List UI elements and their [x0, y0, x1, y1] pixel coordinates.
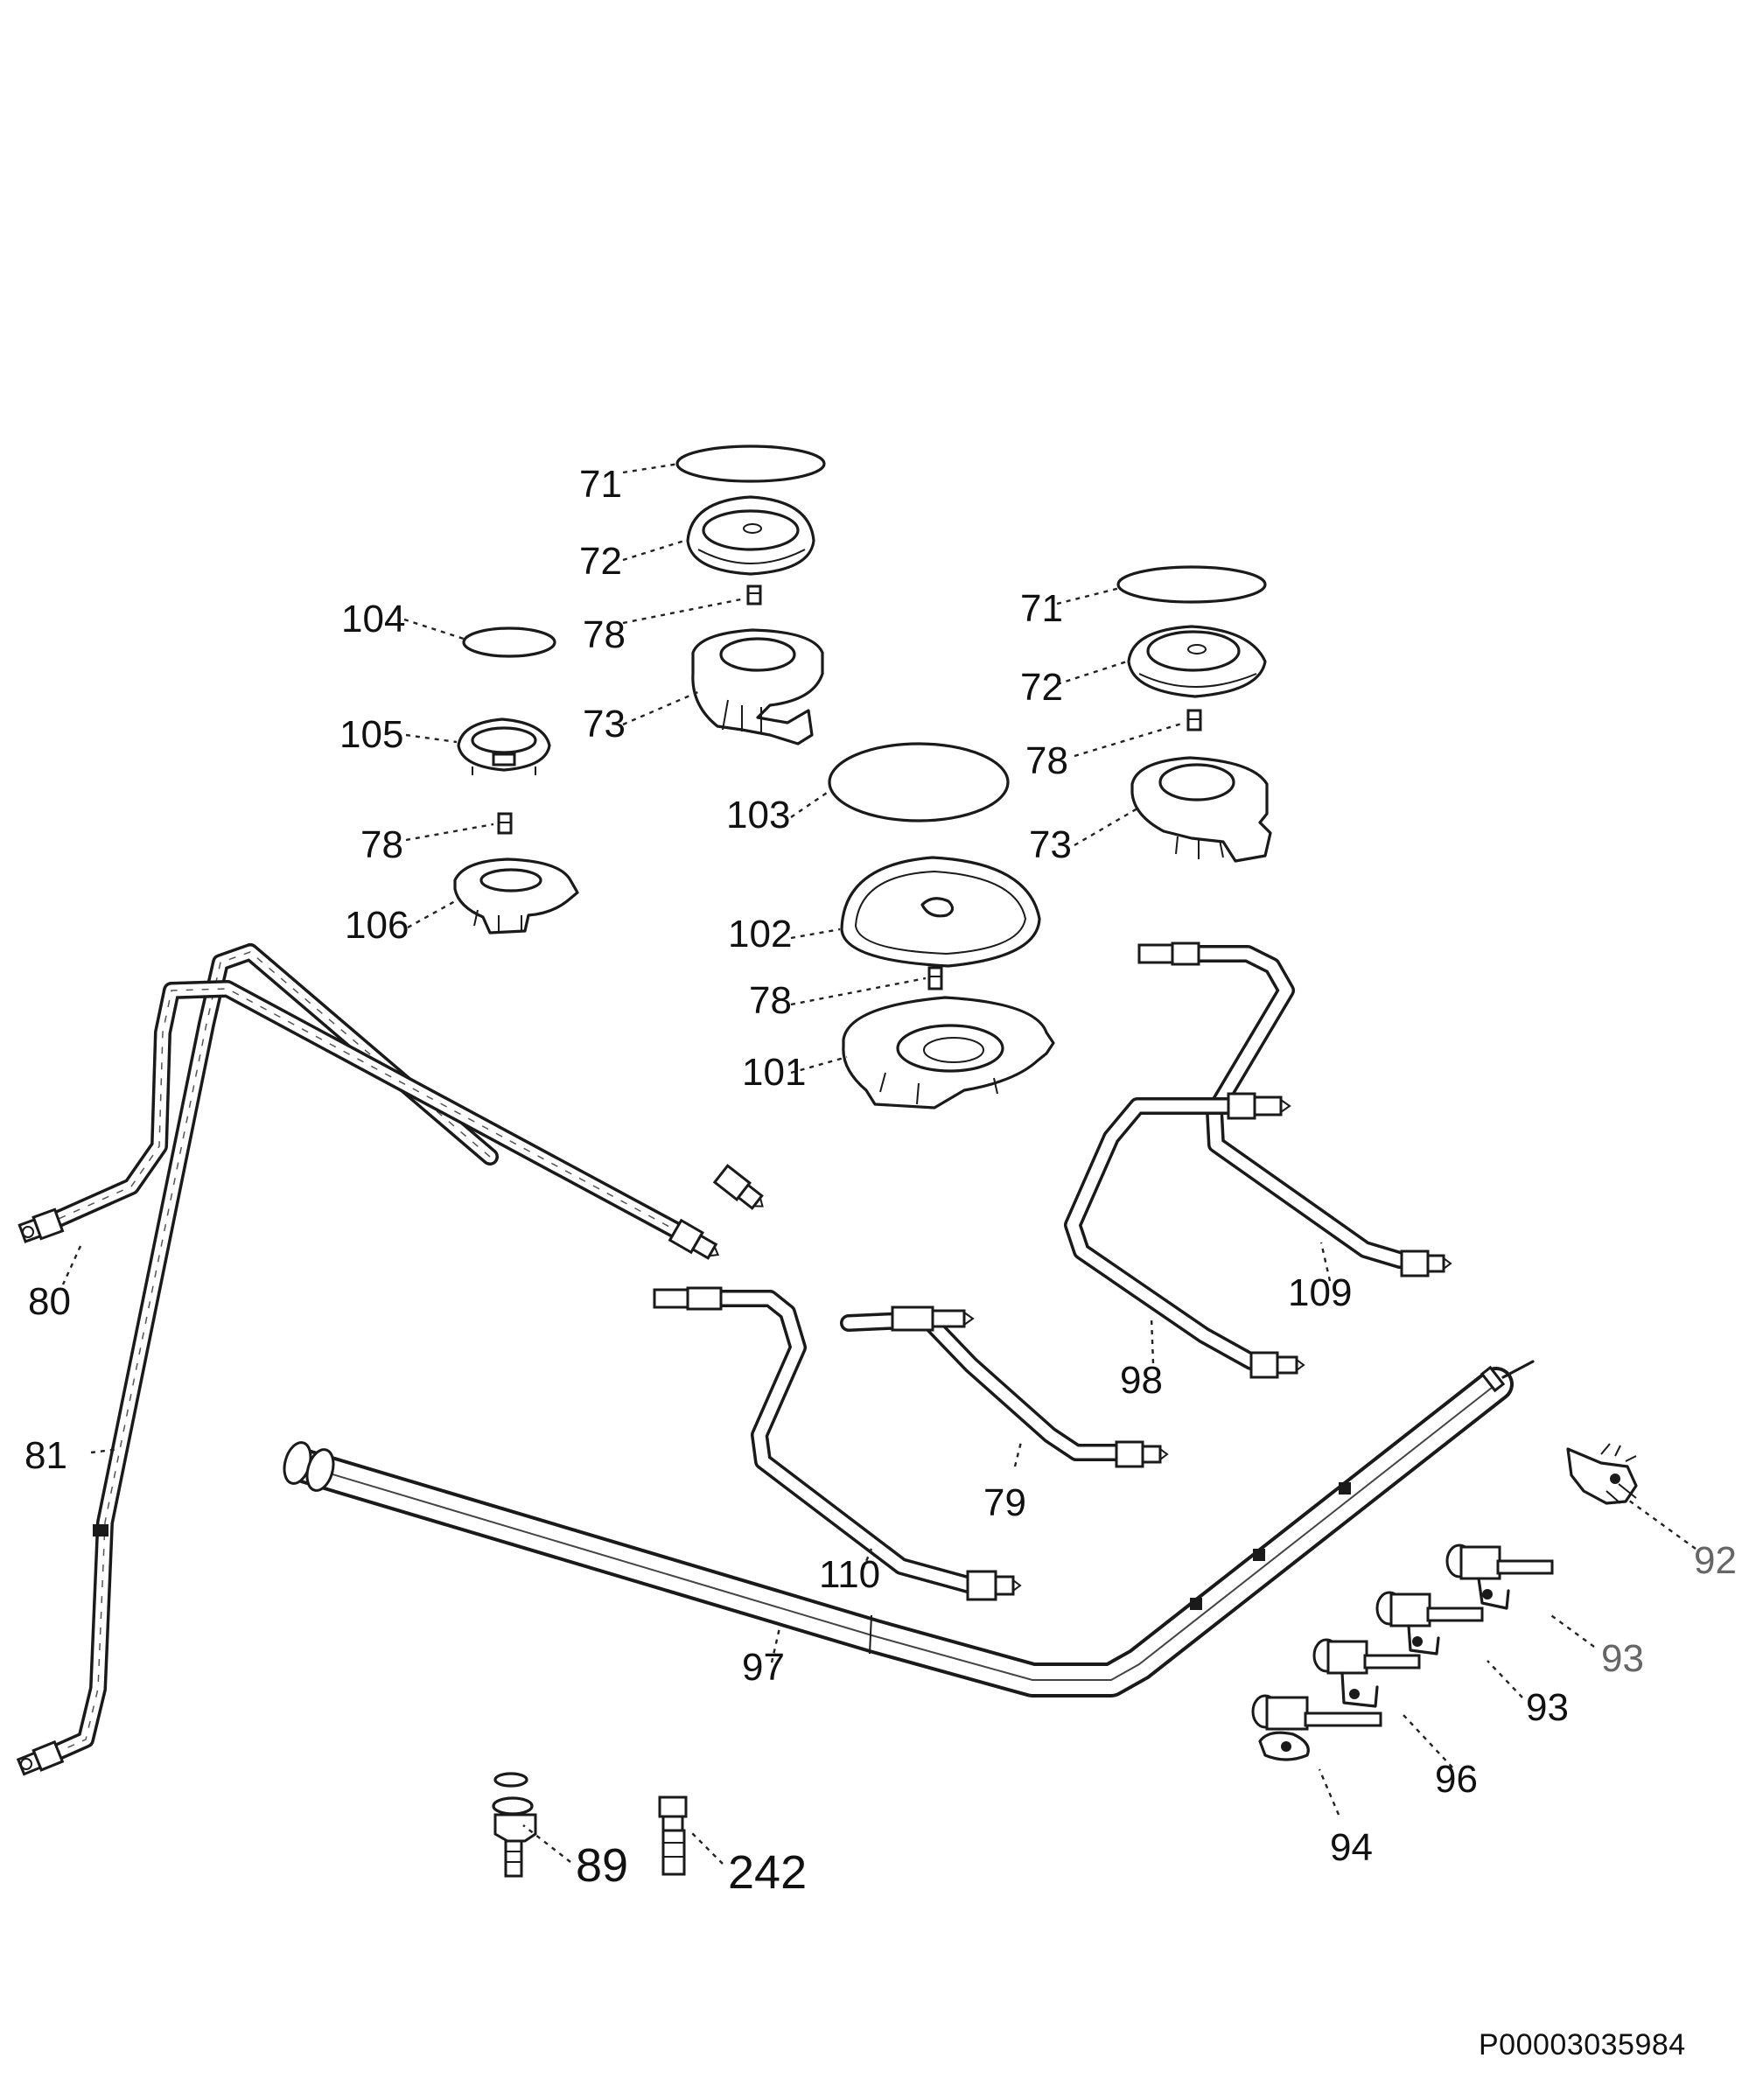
callout-96: 96	[1435, 1758, 1478, 1801]
callout-102: 102	[728, 913, 792, 956]
burner-body-106	[453, 858, 579, 934]
gas-tap-94	[1251, 1694, 1382, 1761]
injector-89	[492, 1772, 537, 1878]
injector-78-a	[746, 584, 762, 606]
injector-78-d	[927, 966, 943, 990]
injector-242	[658, 1796, 688, 1876]
burner-cap-71-upper-left	[675, 444, 826, 483]
callout-106: 106	[345, 904, 409, 947]
burner-cap-104	[462, 626, 556, 658]
callout-78: 78	[749, 979, 792, 1022]
callout-103: 103	[726, 794, 790, 836]
callout-89: 89	[576, 1839, 628, 1892]
callout-98: 98	[1120, 1359, 1163, 1402]
gas-pipe-79	[840, 1306, 1169, 1468]
gas-tap-93-lower	[1375, 1591, 1484, 1656]
callout-78: 78	[360, 823, 403, 866]
burner-cap-103	[828, 742, 1010, 822]
burner-body-73-upper-left	[691, 628, 824, 746]
gas-pipe-110	[653, 1286, 1022, 1601]
leader-lines	[61, 462, 1697, 1865]
callout-92: 92	[1694, 1539, 1737, 1582]
callout-93: 93	[1601, 1637, 1644, 1680]
callout-242: 242	[728, 1846, 807, 1899]
gas-pipe-81	[16, 943, 499, 1776]
gas-manifold-97	[283, 1360, 1535, 1698]
callout-71: 71	[1020, 587, 1063, 630]
callout-71: 71	[579, 463, 622, 506]
injector-78-b	[497, 812, 513, 835]
gas-pipe-109	[1137, 942, 1452, 1278]
callout-labels: 71 72 78 73 104 105 78 106 71 72 78 73 1…	[24, 463, 1737, 1899]
callout-78: 78	[583, 613, 626, 656]
burner-crown-102	[840, 856, 1041, 968]
callout-80: 80	[28, 1280, 71, 1323]
callout-73: 73	[583, 703, 626, 746]
callout-109: 109	[1288, 1271, 1352, 1314]
gas-tap-96	[1312, 1638, 1421, 1708]
ignition-part-92	[1566, 1443, 1638, 1505]
callout-101: 101	[742, 1051, 806, 1094]
burner-body-101	[842, 996, 1055, 1110]
burner-cap-71-right	[1116, 565, 1267, 604]
burner-crown-72-upper-left	[686, 495, 815, 576]
callout-72: 72	[579, 540, 622, 583]
burner-body-73-right	[1130, 756, 1272, 863]
callout-110: 110	[819, 1553, 880, 1596]
callout-81: 81	[24, 1434, 67, 1477]
callout-105: 105	[339, 713, 403, 756]
gas-tap-93-upper	[1445, 1544, 1554, 1610]
pipe-81-end-fitting	[712, 1164, 764, 1210]
burner-crown-72-right	[1127, 625, 1267, 698]
callout-94: 94	[1330, 1826, 1373, 1869]
callout-104: 104	[341, 598, 405, 640]
burner-crown-105	[457, 718, 551, 775]
gas-pipe-98	[1064, 1092, 1305, 1379]
callout-79: 79	[983, 1481, 1026, 1524]
gas-pipe-80	[17, 980, 720, 1260]
callout-73: 73	[1029, 823, 1072, 866]
callout-72: 72	[1020, 666, 1063, 709]
callout-93: 93	[1526, 1686, 1569, 1729]
callout-97: 97	[742, 1646, 785, 1689]
injector-78-c	[1186, 709, 1202, 732]
document-code: P00003035984	[1479, 2028, 1686, 2062]
callout-78: 78	[1025, 739, 1068, 782]
